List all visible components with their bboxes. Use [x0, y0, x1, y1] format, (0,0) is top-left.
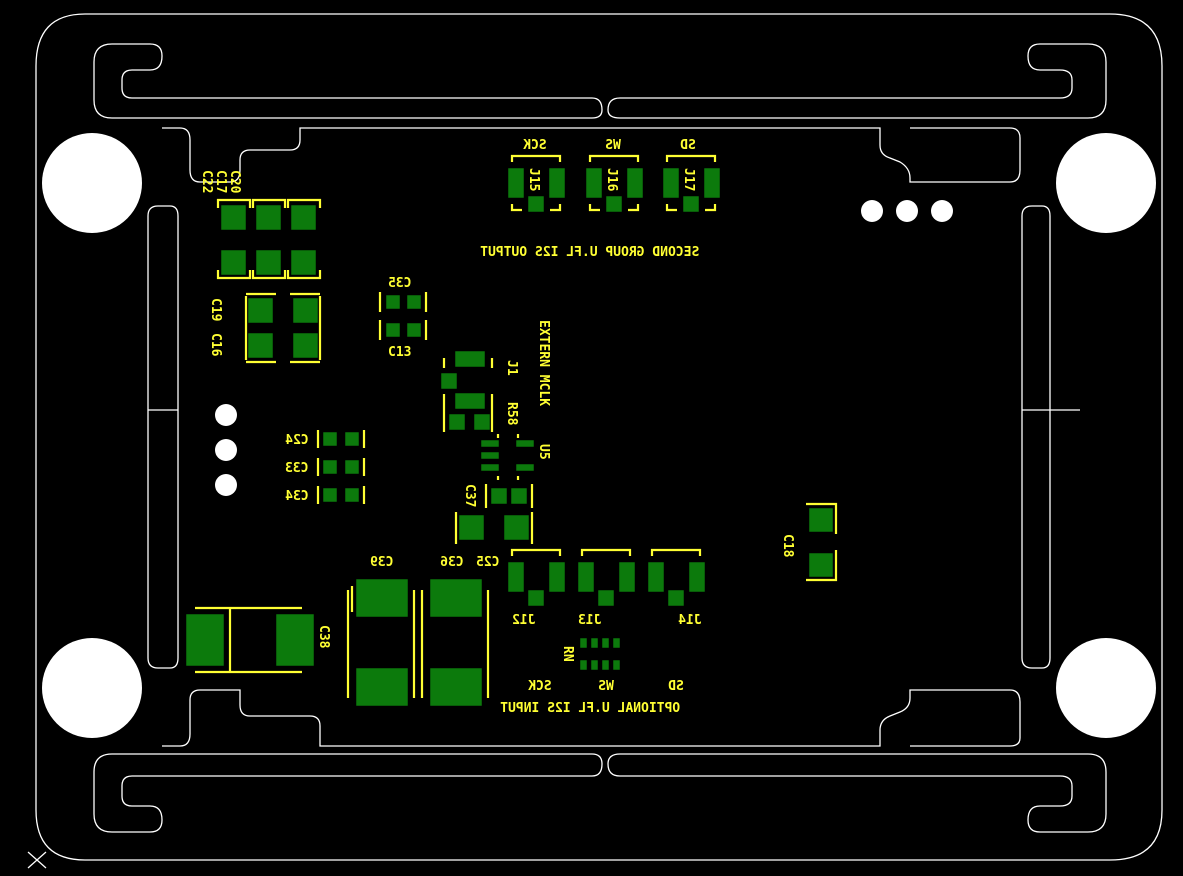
capacitor-pair-c19-c16: [244, 292, 322, 364]
label-j13: J13: [578, 613, 601, 628]
ufl-connector-j17-top: [662, 154, 721, 213]
mounting-hole-bottom-left: [42, 638, 142, 738]
capacitor-bank-top-left: [216, 198, 322, 280]
mounting-hole-top-left: [42, 133, 142, 233]
mounting-hole-bottom-right: [1056, 638, 1156, 738]
label-j12: J12: [512, 613, 535, 628]
ufl-connector-j16-top: [585, 154, 644, 213]
label-c38: C38: [316, 625, 331, 649]
label-c34: C34: [285, 489, 309, 504]
header-holes-top: [861, 200, 953, 222]
capacitor-c36: [420, 578, 490, 707]
label-c35: C35: [388, 276, 411, 291]
board-outline: [27, 13, 1163, 869]
capacitor-c18: [806, 502, 838, 582]
resistor-network-rn: [579, 637, 621, 671]
label-c17: C17: [213, 170, 228, 193]
label-second-group: SECOND GROUP U.FL I2S OUTPUT: [480, 245, 699, 260]
label-c24: C24: [285, 433, 309, 448]
chip-u5: [480, 434, 535, 480]
connector-j1: [440, 350, 494, 432]
label-j16: J16: [604, 168, 619, 192]
ufl-connector-j12-bottom: [507, 548, 566, 607]
capacitor-c34: [316, 486, 366, 504]
capacitor-c24: [316, 430, 366, 448]
capacitor-c33: [316, 458, 366, 476]
ufl-connector-j13-bottom: [577, 548, 636, 607]
label-c20: C20: [227, 170, 242, 194]
label-j15: J15: [526, 168, 541, 191]
capacitor-c39: [346, 578, 416, 707]
label-top-sck: SCK: [523, 138, 547, 153]
label-c36: C36: [440, 555, 464, 570]
label-c16: C16: [208, 333, 223, 357]
ufl-connector-j14-bottom: [647, 548, 706, 607]
label-c22: C22: [199, 170, 214, 193]
label-top-sd: SD: [680, 138, 696, 153]
label-c33: C33: [285, 461, 308, 476]
label-j17: J17: [681, 168, 696, 191]
label-optional: OPTIONAL U.FL I2S INPUT: [500, 701, 680, 716]
label-bot-sd: SD: [668, 679, 684, 694]
label-c25: C25: [476, 555, 499, 570]
label-r58: R58: [504, 402, 519, 426]
capacitor-c35-c13: [378, 292, 428, 340]
label-j14: J14: [678, 613, 702, 628]
label-j1: J1: [504, 360, 519, 376]
mounting-hole-top-right: [1056, 133, 1156, 233]
label-c37: C37: [462, 484, 477, 507]
capacitor-c37: [484, 484, 534, 508]
header-holes-left: [215, 404, 237, 496]
label-c13: C13: [388, 345, 411, 360]
label-c18: C18: [780, 534, 795, 558]
label-bot-sck: SCK: [528, 679, 552, 694]
label-u5: U5: [536, 444, 551, 460]
label-bot-ws: WS: [598, 679, 614, 694]
label-top-ws: WS: [605, 138, 621, 153]
ufl-connector-j15-top: [507, 154, 566, 213]
label-external-mclk: EXTERN MCLK: [536, 320, 551, 406]
capacitor-c38: [185, 606, 315, 674]
label-rn: RN: [560, 646, 575, 662]
label-c19: C19: [208, 298, 223, 321]
label-c39: C39: [370, 555, 393, 570]
capacitor-c25: [454, 512, 534, 544]
